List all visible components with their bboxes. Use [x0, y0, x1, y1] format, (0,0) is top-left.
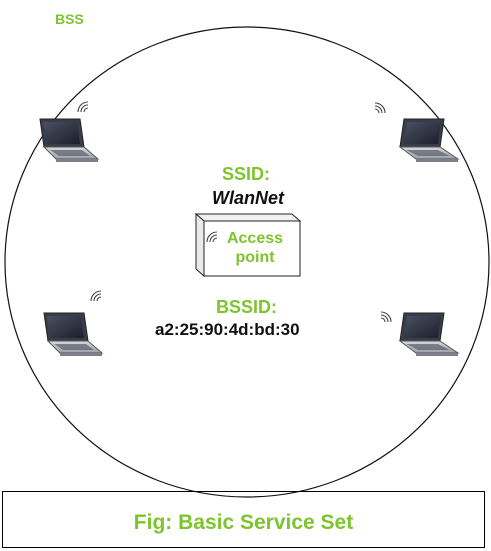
wifi-signal-icon — [90, 290, 102, 302]
wifi-signal-icon — [380, 311, 392, 323]
laptop-icon — [43, 312, 103, 357]
wifi-signal-icon — [77, 101, 89, 113]
wifi-signal-icon — [374, 102, 386, 114]
ssid-value: WlanNet — [212, 188, 284, 208]
laptop-icon — [399, 118, 459, 163]
access-point-box-icon — [194, 212, 302, 278]
bssid-label: BSSID: — [216, 297, 278, 317]
ssid-label: SSID: — [222, 164, 271, 184]
bss-label: BSS — [55, 11, 84, 27]
access-point-label: Access point — [226, 230, 284, 266]
laptop-icon — [39, 118, 99, 163]
laptop-icon — [399, 312, 459, 357]
figure-caption-box: Fig: Basic Service Set — [2, 491, 485, 548]
bssid-value: a2:25:90:4d:bd:30 — [155, 320, 300, 339]
bss-boundary — [4, 26, 490, 498]
figure-caption: Fig: Basic Service Set — [133, 511, 354, 534]
